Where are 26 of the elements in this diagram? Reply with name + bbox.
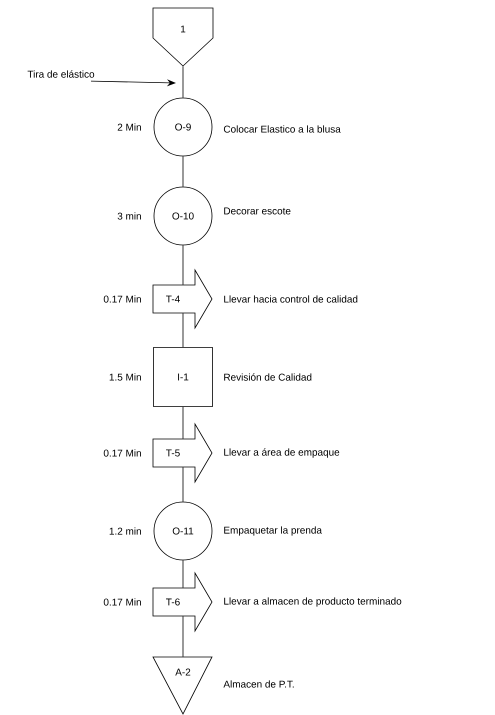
- flow-line: [182, 406, 184, 439]
- inspection-square: I-1: [153, 347, 213, 407]
- flow-line: [182, 467, 184, 502]
- flow-line: [182, 616, 184, 657]
- flow-line: [182, 66, 184, 98]
- step-description: Llevar a área de empaque: [224, 448, 340, 458]
- flow-line: [182, 313, 184, 348]
- step-description: Almacen de P.T.: [223, 680, 294, 688]
- time-label: 3 min: [118, 212, 141, 220]
- time-label: 1.2 min: [110, 527, 141, 535]
- step-description: Revisión de Calidad: [224, 373, 312, 381]
- step-description: Colocar Elastico a la blusa: [224, 125, 341, 133]
- time-label: 0.17 Min: [104, 449, 141, 457]
- step-description: Llevar hacia control de calidad: [224, 295, 358, 303]
- flow-line: [182, 156, 184, 187]
- step-description: Decorar escote: [224, 208, 290, 214]
- flow-line: [182, 245, 184, 285]
- time-label: 1.5 Min: [110, 373, 141, 381]
- flow-line: [182, 560, 184, 588]
- time-label: 0.17 Min: [104, 598, 141, 606]
- input-label: Tira de elástico: [28, 70, 94, 78]
- step-description: Empaquetar la prenda: [224, 526, 322, 536]
- time-label: 2 Min: [118, 123, 141, 131]
- connector-pentagon: 1: [152, 8, 214, 67]
- time-label: 0.17 Min: [104, 295, 141, 303]
- step-description: Llevar a almacen de producto terminado: [224, 597, 402, 607]
